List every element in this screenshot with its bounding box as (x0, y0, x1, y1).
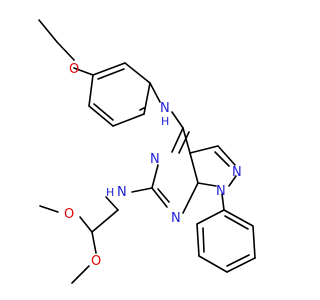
atom-o-ether: O (69, 62, 79, 77)
ring1-bond-5 (88, 105, 114, 127)
pyrazole-ring (189, 145, 237, 187)
ph-bond-6-inner (224, 215, 249, 230)
pyr-bond-c4-n3 (171, 127, 184, 153)
atom-n-pyrimidine-bottom: N (171, 211, 181, 226)
ring1-bond-3-inner (139, 107, 145, 111)
pyr-bond-c3a-c4 (182, 127, 191, 154)
bond-ch2-ch (91, 209, 119, 233)
atom-n-pyrimidine-left: N (150, 152, 160, 167)
atom-n-pyrazole-right: N (232, 165, 242, 180)
bond-nh-ch2 (105, 196, 119, 211)
pz-bond-c3-n2 (217, 145, 236, 166)
pyrimidine-ring (151, 127, 199, 214)
ring1-bond-5-inner (93, 103, 114, 121)
ph-bond-2 (196, 223, 200, 257)
pz-bond-c3-n2-inner (214, 151, 230, 167)
atom-o-methoxy-upper: O (64, 207, 74, 222)
pz-bond-c3a-c3 (189, 145, 219, 154)
phenyl-ring (196, 209, 256, 273)
pyr-bond-c7a-c3a (189, 152, 199, 184)
ph-bond-5 (252, 225, 256, 259)
ring1-bond-1-inner (97, 68, 125, 80)
atom-n-left: N (117, 185, 127, 200)
pyr-bond-n1-c7a (182, 182, 199, 214)
ethoxyphenyl-ring (88, 62, 151, 127)
pyr-bond-c4-n3-inner (178, 131, 190, 154)
bond-ethyl-ch3 (38, 19, 58, 43)
ph-bond-3 (198, 255, 228, 273)
ph-bond-1 (196, 209, 225, 225)
bond-ethyl-o (56, 41, 75, 61)
bond-n1-phenyl (221, 193, 225, 211)
ring1-bond-3 (143, 82, 151, 115)
pyr-bond-c2-n1-inner (157, 188, 170, 203)
bond-nh-c4 (171, 111, 184, 129)
bond-aryl-nh (149, 82, 161, 103)
molecule-structure: O N H N N N N N H O O (38, 19, 256, 284)
atom-h-top: H (161, 115, 169, 128)
ph-bond-6 (223, 209, 254, 227)
ring1-bond-1 (92, 62, 126, 76)
dimethoxyethyl-bonds (39, 205, 119, 284)
ring1-bond-2 (124, 62, 151, 84)
atom-o-methoxy-lower: O (91, 254, 101, 269)
bond-o-upper-ch3 (39, 205, 59, 213)
ph-bond-2-inner (202, 227, 205, 253)
pz-bond-n1-c7a (197, 182, 217, 187)
atom-h-left: H (106, 186, 114, 199)
ring1-bond-6 (88, 74, 94, 107)
ph-bond-4-inner (226, 254, 250, 267)
pyr-bond-c2-n1 (151, 187, 168, 208)
bond-ch-o-lower (91, 231, 97, 254)
bond-o-aryl (73, 67, 94, 76)
pyr-bond-n3-c2 (151, 164, 159, 189)
atom-n-pyrazole-bottom: N (216, 184, 226, 199)
ph-bond-4 (226, 257, 256, 273)
ethoxy-bonds (38, 19, 94, 76)
atom-n-top: N (160, 101, 170, 116)
pz-bond-n2-n1 (228, 175, 237, 187)
bond-o-lower-ch3 (71, 265, 90, 284)
bond-ch-o-upper (79, 216, 93, 233)
bond-c2-nh (131, 187, 153, 193)
ring1-bond-4 (112, 113, 145, 127)
